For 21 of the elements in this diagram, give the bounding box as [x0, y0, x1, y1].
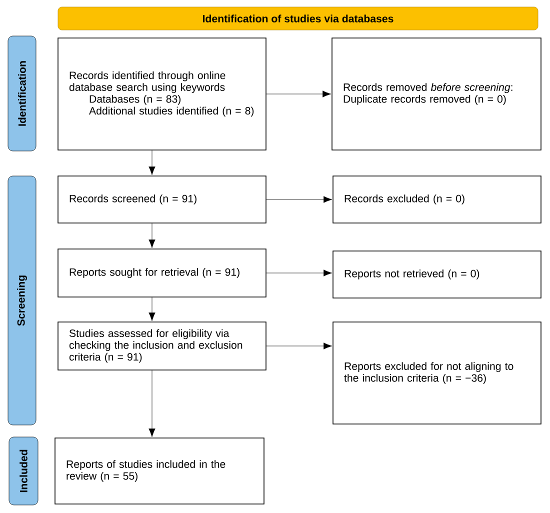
- phase-label: Included: [8, 436, 38, 506]
- arrow: [266, 196, 332, 203]
- process-box: Studies assessed for eligibility via checking the inclusion and exclusion criteria (n = 91): [58, 322, 266, 370]
- process-box: Reports excluded for not aligning to the inclusion criteria (n = −36): [332, 322, 542, 424]
- arrow: [266, 270, 332, 276]
- process-box: Reports not retrieved (n = 0): [332, 250, 542, 298]
- process-box: Records excluded (n = 0): [332, 176, 542, 224]
- arrow: [266, 90, 331, 98]
- arrow: [148, 297, 156, 321]
- arrow: [148, 150, 156, 175]
- arrow: [148, 223, 156, 248]
- arrow: [266, 342, 332, 350]
- process-box: Reports of studies included in the review (n = 55): [54, 438, 264, 504]
- process-box: Records removed before screening: Duplicate records removed (n = 0): [332, 38, 542, 150]
- process-box: Records screened (n = 91): [58, 176, 266, 224]
- phase-label: Identification: [8, 36, 36, 152]
- process-box: Records identified through online database search using keywords Databases (n = 83) Additional studies identified (n = 8): [58, 38, 266, 150]
- arrow: [148, 370, 156, 437]
- section-banner: Identification of studies via databases: [58, 6, 538, 30]
- process-box: Reports sought for retrieval (n = 91): [58, 248, 266, 298]
- phase-label: Screening: [8, 176, 36, 426]
